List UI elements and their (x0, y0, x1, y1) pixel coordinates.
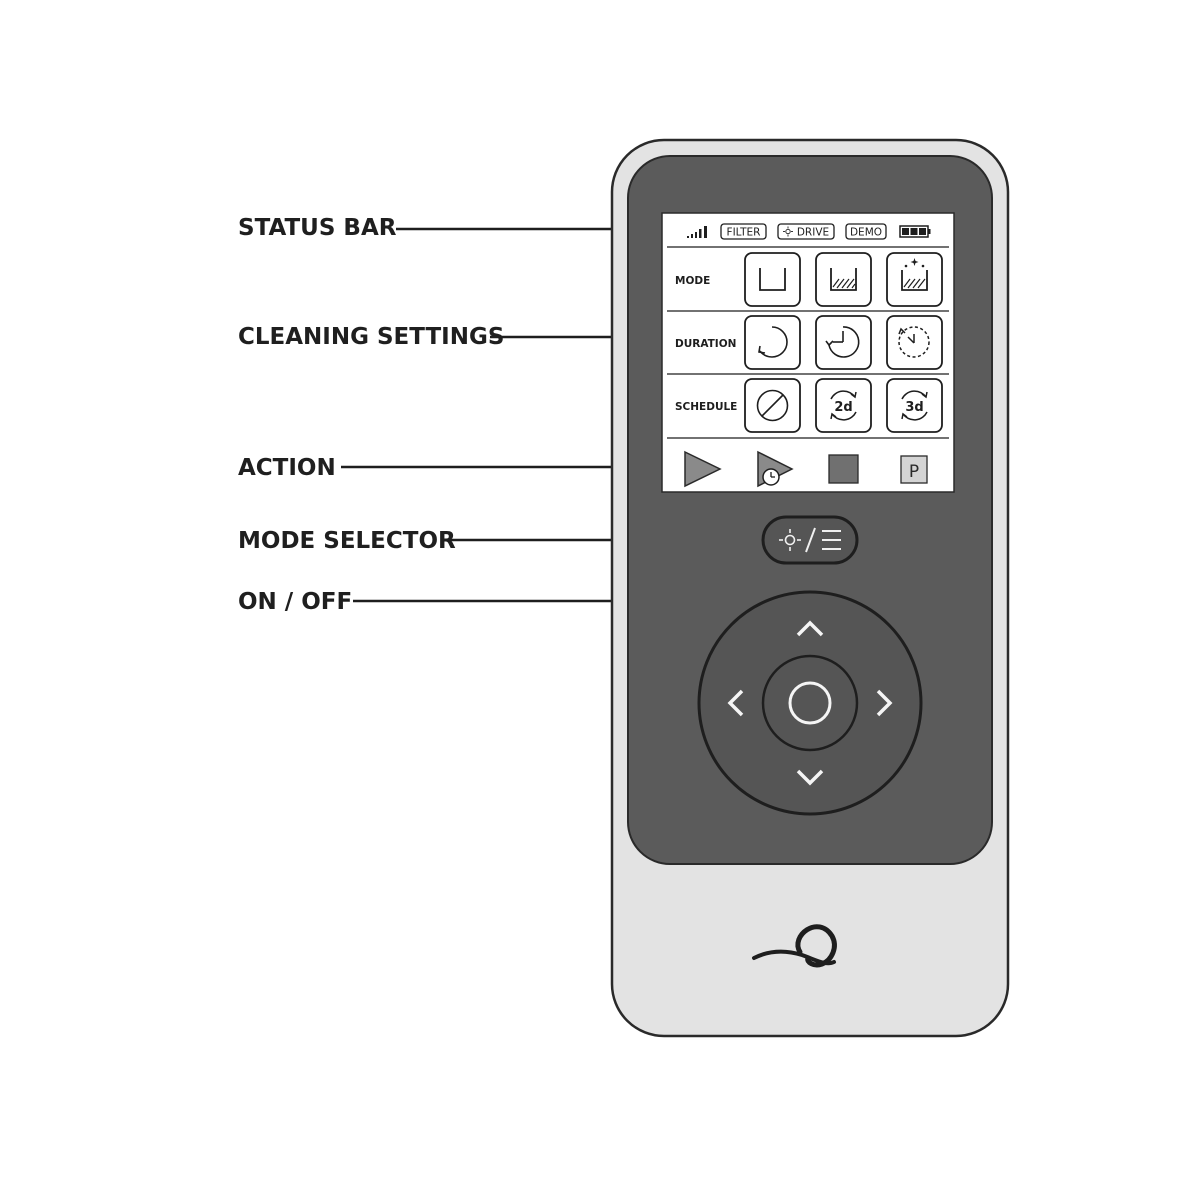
menu-icon (822, 530, 841, 550)
brand-logo (752, 924, 837, 968)
left-arrow-button[interactable] (727, 689, 744, 717)
demo-badge-label: DEMO (850, 227, 882, 239)
schedule-option-none[interactable] (744, 378, 801, 433)
filter-badge: FILTER (720, 223, 767, 240)
callout-mode-selector: MODE SELECTOR (238, 528, 456, 554)
mode-option-ultra-clean[interactable] (886, 252, 943, 307)
signal-strength-icon (687, 226, 707, 238)
mode-selector-button[interactable] (761, 515, 859, 565)
park-button[interactable]: P (900, 455, 928, 484)
callout-cleaning-settings: CLEANING SETTINGS (238, 324, 505, 350)
mode-option-floor-walls[interactable] (815, 252, 872, 307)
repeat-2d-icon (830, 390, 857, 421)
up-arrow-button[interactable] (796, 620, 824, 637)
delayed-start-icon[interactable] (757, 450, 794, 488)
slash-separator (805, 527, 816, 553)
stop-icon[interactable] (828, 454, 859, 484)
drive-icon (783, 226, 793, 237)
down-arrow-button[interactable] (796, 769, 824, 786)
screen-dividers (667, 246, 949, 439)
filter-badge-label: FILTER (727, 227, 761, 239)
battery-icon (899, 225, 931, 238)
duration-medium-icon (825, 326, 860, 358)
demo-badge: DEMO (845, 223, 887, 240)
mode-row-label: MODE (675, 275, 710, 287)
drive-mode-icon (779, 529, 801, 551)
schedule-option-3d[interactable]: 3d (886, 378, 943, 433)
duration-short-icon (758, 326, 788, 358)
power-button[interactable] (761, 654, 859, 752)
ultra-clean-icon (901, 258, 928, 291)
floor-walls-icon (830, 268, 857, 291)
play-icon[interactable] (684, 450, 722, 488)
schedule-3d-label: 3d (905, 400, 923, 415)
duration-row-label: DURATION (675, 338, 736, 350)
park-label: P (909, 462, 919, 482)
duration-long-icon (898, 326, 930, 358)
callout-on-off: ON / OFF (238, 589, 353, 615)
schedule-row-label: SCHEDULE (675, 401, 737, 413)
power-icon (788, 681, 832, 725)
duration-option-medium[interactable] (815, 315, 872, 370)
schedule-2d-label: 2d (834, 400, 852, 415)
drive-badge: DRIVE (777, 223, 835, 240)
directional-pad (697, 590, 923, 816)
duration-option-short[interactable] (744, 315, 801, 370)
schedule-option-2d[interactable]: 2d (815, 378, 872, 433)
status-bar: FILTER DRIVE DEMO (687, 223, 931, 240)
duration-option-long[interactable] (886, 315, 943, 370)
action-bar: P (684, 450, 928, 488)
right-arrow-button[interactable] (876, 689, 893, 717)
callout-action: ACTION (238, 455, 336, 481)
repeat-3d-icon (901, 390, 928, 421)
drive-badge-label: DRIVE (797, 227, 829, 239)
no-schedule-icon (756, 389, 789, 422)
floor-only-icon (759, 268, 786, 291)
mode-option-floor-only[interactable] (744, 252, 801, 307)
callout-status-bar: STATUS BAR (238, 215, 397, 241)
